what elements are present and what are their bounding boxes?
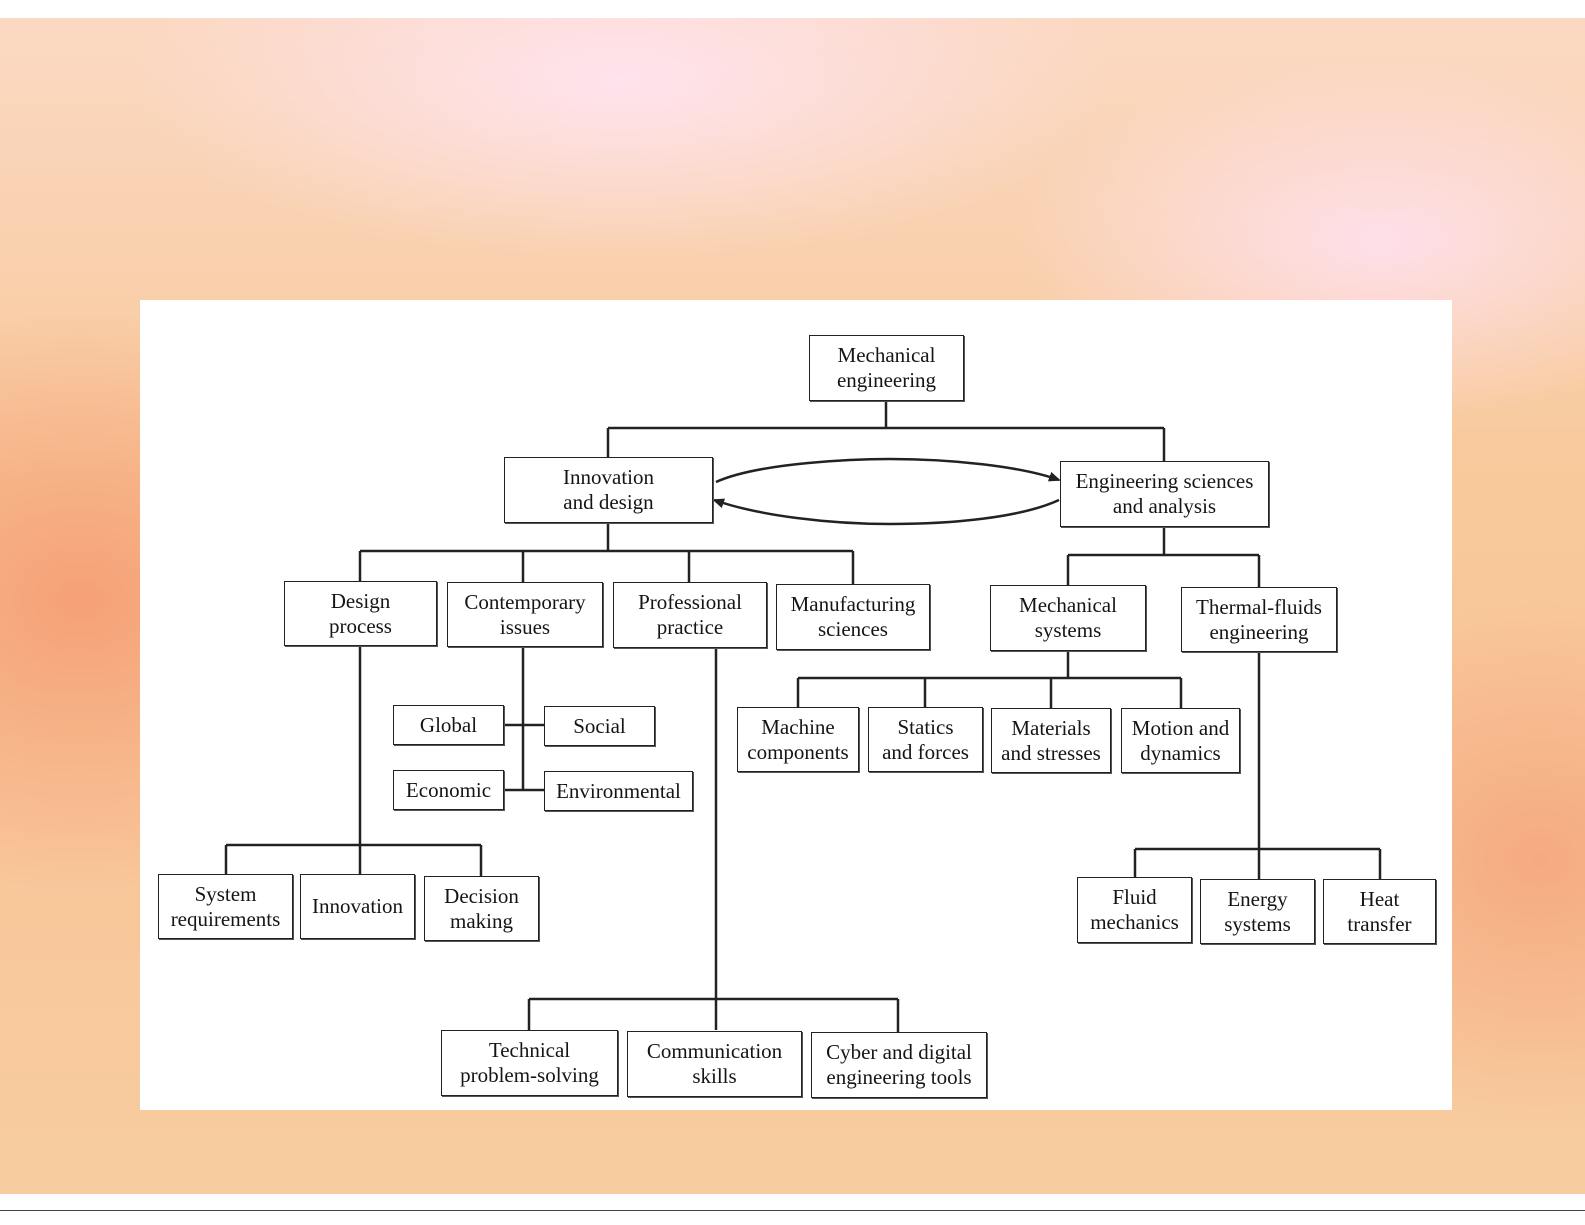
node-fluid-mechanics: Fluid mechanics [1077, 877, 1192, 943]
node-motion-and-dynamics: Motion and dynamics [1121, 708, 1240, 773]
node-cyber-digital-tools: Cyber and digital engineering tools [811, 1032, 987, 1098]
node-environmental: Environmental [544, 771, 693, 811]
node-heat-transfer: Heat transfer [1323, 879, 1436, 944]
node-materials-and-stresses: Materials and stresses [991, 708, 1111, 773]
node-decision-making: Decision making [424, 876, 539, 941]
node-mechanical-engineering: Mechanical engineering [809, 335, 964, 401]
bottom-band [0, 1194, 1585, 1225]
node-innovation: Innovation [300, 874, 415, 939]
node-mechanical-systems: Mechanical systems [990, 585, 1146, 651]
node-global: Global [393, 705, 504, 745]
node-contemporary-issues: Contemporary issues [447, 582, 603, 647]
node-economic: Economic [393, 770, 504, 810]
node-communication-skills: Communication skills [627, 1031, 802, 1097]
node-energy-systems: Energy systems [1200, 879, 1315, 944]
node-innovation-and-design: Innovation and design [504, 457, 713, 523]
diagram-panel [140, 300, 1452, 1110]
node-statics-and-forces: Statics and forces [868, 707, 983, 772]
node-engineering-sciences: Engineering sciences and analysis [1060, 461, 1269, 527]
node-technical-problem-solving: Technical problem-solving [441, 1030, 618, 1096]
node-system-requirements: System requirements [158, 874, 293, 939]
node-machine-components: Machine components [737, 707, 859, 772]
node-professional-practice: Professional practice [613, 582, 767, 648]
node-social: Social [544, 706, 655, 746]
bottom-edge-line [0, 1210, 1585, 1211]
node-design-process: Design process [284, 581, 437, 646]
node-thermal-fluids: Thermal-fluids engineering [1181, 587, 1337, 652]
top-band [0, 0, 1585, 18]
node-manufacturing-sciences: Manufacturing sciences [776, 584, 930, 650]
